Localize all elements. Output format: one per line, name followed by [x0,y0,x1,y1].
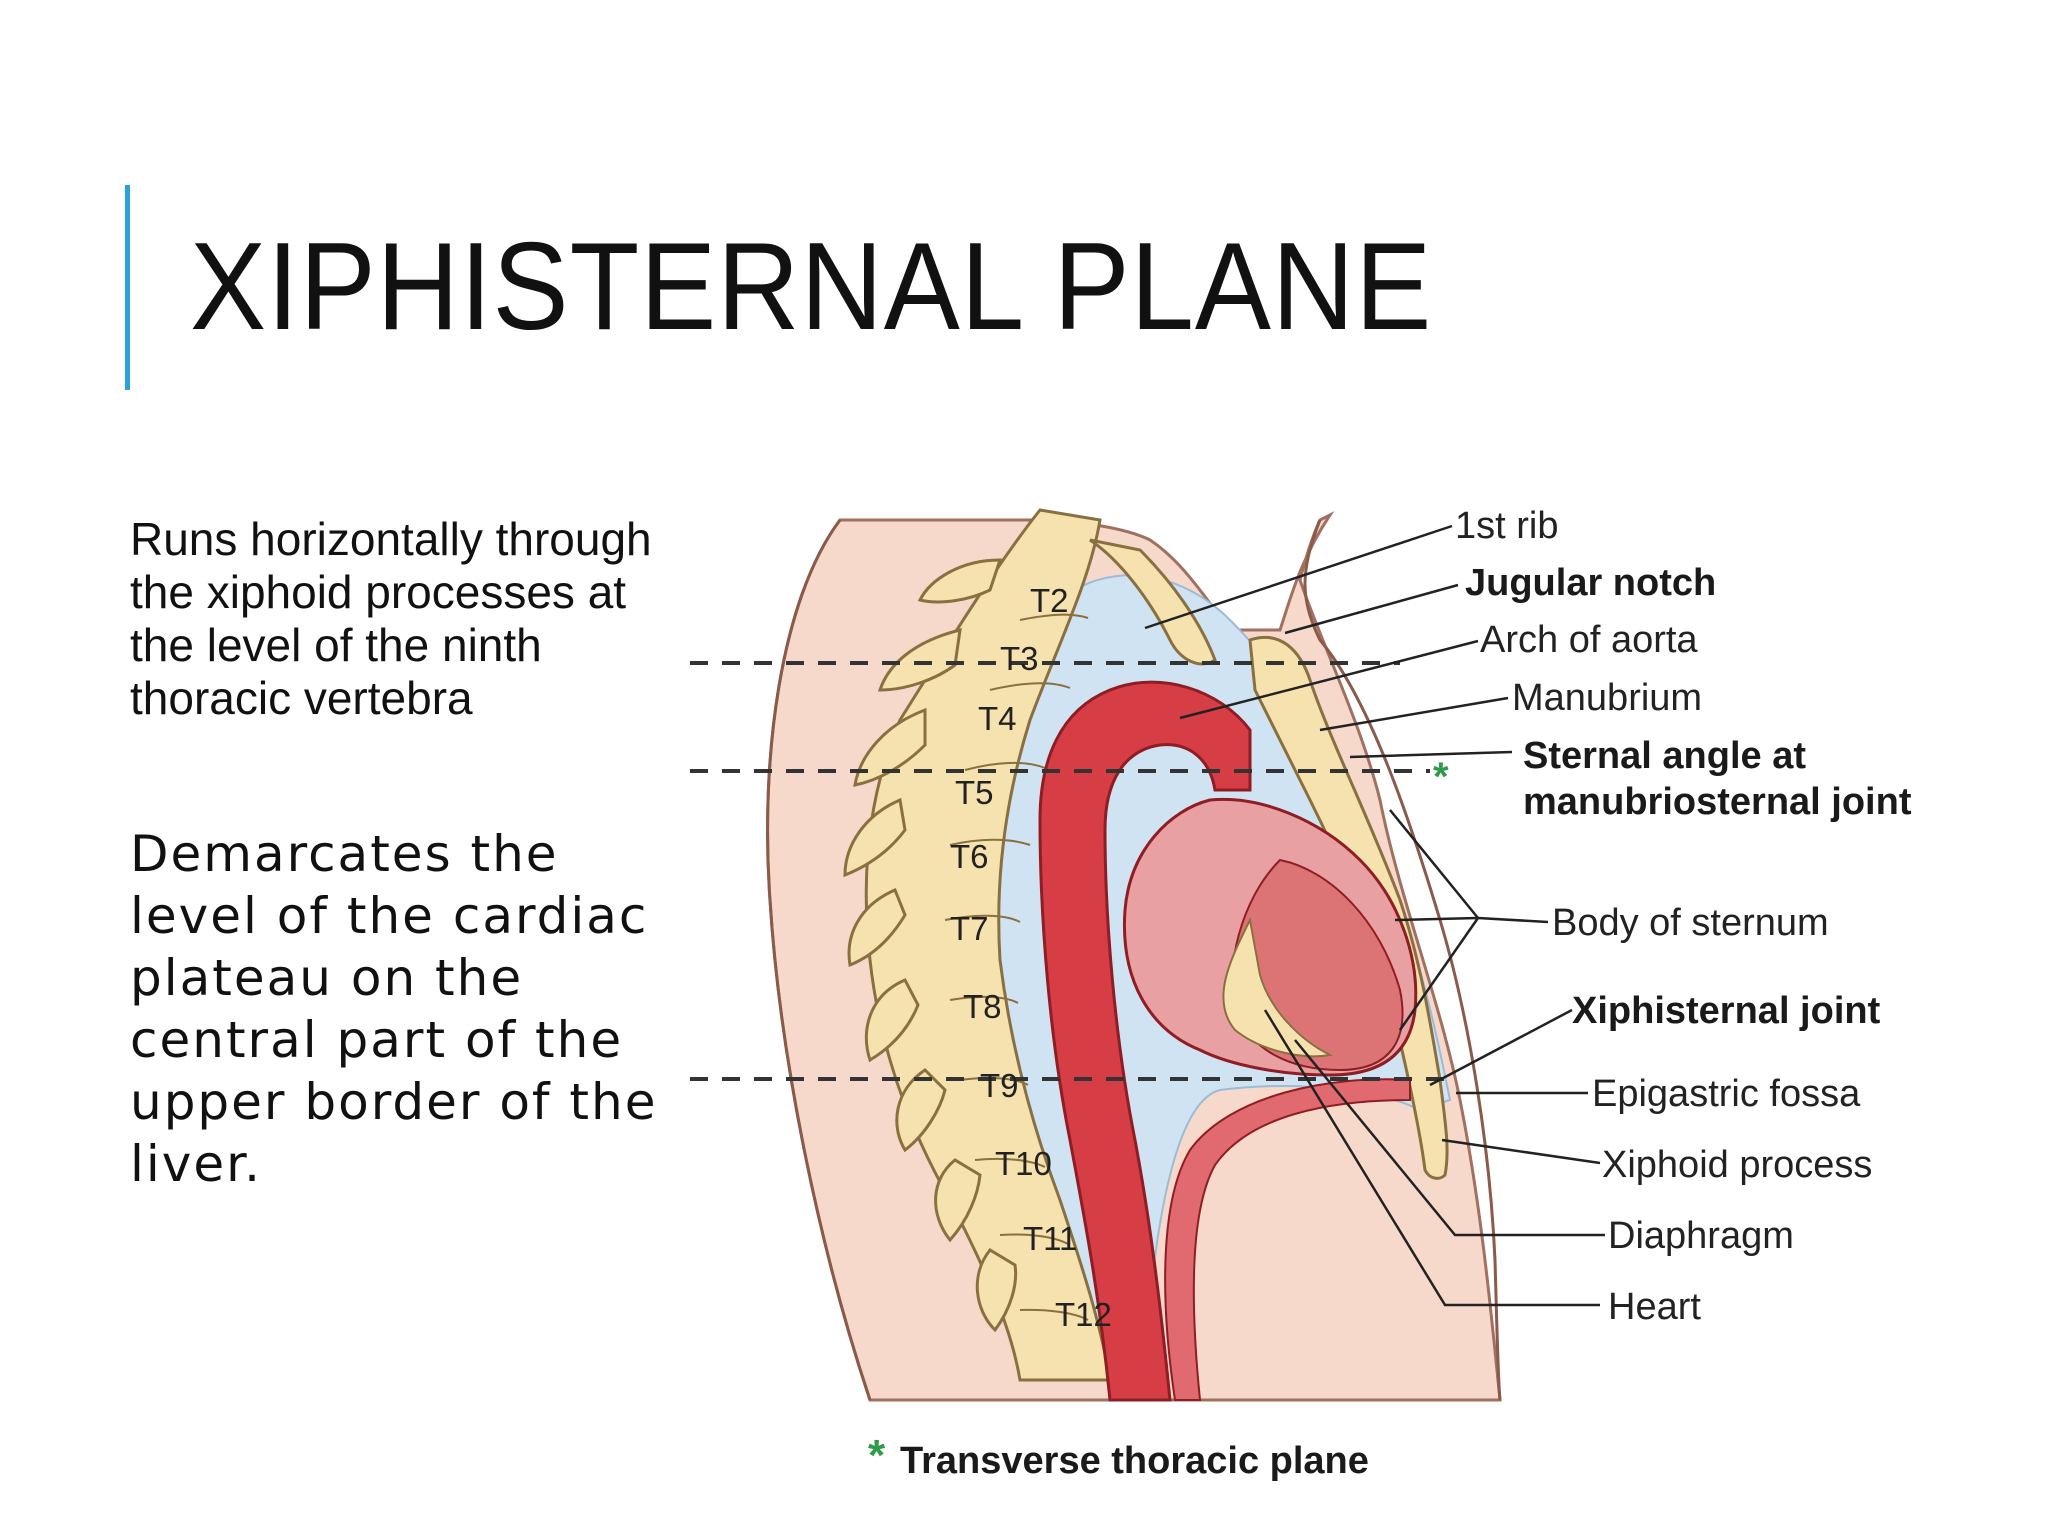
label-arch-of-aorta: Arch of aorta [1480,619,1698,661]
figure-caption: Transverse thoracic plane [900,1440,1369,1482]
description-paragraph-2: Demarcates the level of the cardiac plat… [130,825,658,1193]
label-epigastric-fossa: Epigastric fossa [1592,1073,1861,1115]
dashed-planes [690,661,1450,1081]
label-sternal-angle-line2: manubriosternal joint [1523,781,1912,823]
aorta [1038,680,1252,1402]
vertebral-body-dividers [944,613,1089,1321]
label-heart: Heart [1608,1286,1701,1328]
vertebra-label-t8: T8 [963,988,1002,1025]
caption-asterisk: * [868,1431,886,1480]
label-diaphragm: Diaphragm [1608,1215,1794,1257]
label-body-of-sternum: Body of sternum [1552,902,1829,944]
label-manubrium: Manubrium [1512,677,1702,719]
vertebra-label-t4: T4 [978,700,1017,737]
vertebra-label-t5: T5 [955,774,994,811]
label-jugular-notch: Jugular notch [1465,562,1716,604]
vertebra-label-t11: T11 [1023,1220,1077,1257]
leader-lines [1144,524,1605,1307]
vertebra-label-t7: T7 [950,910,989,947]
sternal-angle-asterisk: * [1433,755,1449,799]
vertebra-label-t2: T2 [1030,582,1069,619]
description-paragraph-1: Runs horizontally through the xiphoid pr… [130,513,652,724]
vertebral-column [864,508,1112,1382]
back-skin-line [766,519,872,1401]
heart-fat [1222,916,1334,1058]
vertebra-label-t3: T3 [1000,640,1039,677]
vertebra-label-t12: T12 [1055,1296,1112,1333]
title-accent-bar [125,185,130,390]
label-xiphoid-process: Xiphoid process [1602,1144,1872,1186]
label-sternal-angle-line1: Sternal angle at [1523,735,1806,777]
vertebra-label-t10: T10 [995,1145,1052,1182]
slide-title: XIPHISTERNAL PLANE [190,218,1433,356]
first-rib [1089,538,1217,666]
label-1st-rib: 1st rib [1455,505,1558,547]
descending-vessel [1164,1078,1411,1401]
label-xiphisternal-joint: Xiphisternal joint [1572,990,1881,1032]
vertebral-spinous-processes [843,558,1018,1333]
vertebra-label-t6: T6 [950,838,989,875]
vertebra-label-t9: T9 [980,1067,1019,1104]
